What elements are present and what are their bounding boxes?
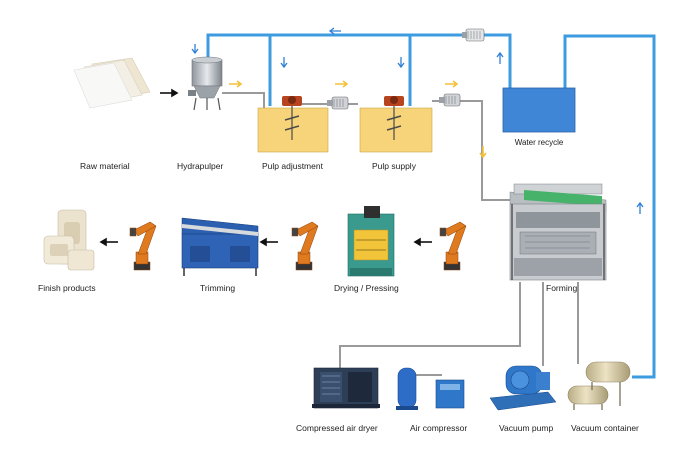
- pulp-adjustment-tank: [257, 96, 329, 153]
- vacuum-pump-icon: [489, 365, 557, 411]
- vacuum-container-icon: [567, 361, 631, 410]
- process-arrows: [99, 88, 432, 247]
- robot-arm-icon: [439, 221, 467, 271]
- label-vacuum-container: Vacuum container: [571, 423, 639, 433]
- label-pulp-supply: Pulp supply: [372, 161, 416, 171]
- process-arrow-to-finish: [99, 237, 118, 247]
- label-air-compressor: Air compressor: [410, 423, 468, 433]
- process-arrow-forming-to-drying: [413, 237, 432, 247]
- label-finish-products: Finish products: [38, 283, 96, 293]
- water-arrow-2: [280, 57, 288, 69]
- pump-icon: [462, 28, 485, 42]
- pulp-arrow-4: [479, 146, 487, 159]
- compressed-air-dryer-icon: [312, 367, 380, 409]
- water-recycle-lines: [206, 33, 656, 379]
- forming-machine-icon: [509, 183, 607, 281]
- pulp-arrow-2: [335, 80, 349, 88]
- label-compressed-air-dryer: Compressed air dryer: [296, 423, 378, 433]
- pump-icon: [439, 93, 461, 107]
- air-compressor-icon: [396, 367, 465, 410]
- drying-pressing-machine-icon: [347, 206, 395, 277]
- trimming-machine-icon: [181, 217, 259, 276]
- pulp-flow-arrows: [229, 80, 487, 159]
- label-vacuum-pump: Vacuum pump: [499, 423, 554, 433]
- raw-material-icon: [73, 57, 151, 109]
- water-flow-arrows: [191, 27, 644, 214]
- label-pulp-adjustment: Pulp adjustment: [262, 161, 323, 171]
- robot-arm-icon: [291, 221, 319, 271]
- pulp-arrow-1: [229, 80, 243, 88]
- label-raw-material: Raw material: [80, 161, 130, 171]
- process-arrow-trimming-area: [259, 237, 278, 247]
- water-arrow-1: [191, 44, 199, 55]
- finish-products-icon: [43, 209, 95, 271]
- water-arrow-6: [636, 201, 644, 214]
- pump-icon: [327, 96, 349, 110]
- robot-arm-icon: [129, 221, 157, 271]
- hydrapulper-icon: [188, 56, 223, 111]
- label-water-recycle: Water recycle: [515, 138, 564, 147]
- label-hydrapulper: Hydrapulper: [177, 161, 224, 171]
- water-arrow-4: [328, 27, 341, 35]
- label-trimming: Trimming: [200, 283, 236, 293]
- water-arrow-5: [496, 51, 504, 64]
- pulp-arrow-3: [445, 80, 459, 88]
- label-drying-pressing: Drying / Pressing: [334, 283, 399, 293]
- water-recycle-tank: [502, 87, 576, 133]
- water-arrow-3: [397, 57, 405, 69]
- process-arrow-raw-to-pulper: [160, 88, 179, 98]
- pulp-supply-tank: [359, 96, 433, 153]
- label-forming: Forming: [546, 283, 578, 293]
